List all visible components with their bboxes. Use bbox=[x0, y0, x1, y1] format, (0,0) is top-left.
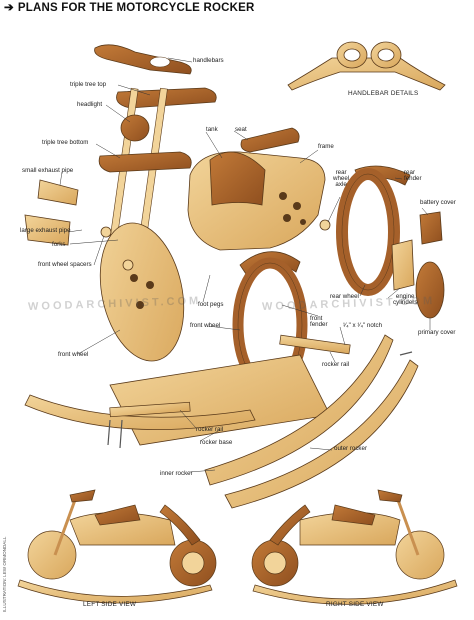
label-outer-rocker: outer rocker bbox=[334, 445, 368, 452]
label-rear-wheel-axle: rear wheel axle bbox=[333, 169, 350, 189]
label-inner-rocker: inner rocker bbox=[160, 470, 193, 477]
label-front-wheel-spacers: front wheel spacers bbox=[38, 261, 92, 268]
label-headlight: headlight bbox=[77, 101, 103, 108]
label-seat: seat bbox=[235, 126, 247, 133]
caption-right-side-view: RIGHT SIDE VIEW bbox=[326, 601, 384, 608]
engine-cylinders-part bbox=[391, 239, 415, 291]
label-notch: ¹⁄₄" x ¹⁄₄" notch bbox=[343, 322, 383, 329]
illustration-credit: ILLUSTRATION: LEW ORMONDALL bbox=[2, 536, 7, 612]
label-rear-wheel: rear wheel bbox=[330, 293, 359, 300]
label-frame: frame bbox=[318, 143, 334, 150]
label-rocker-rail-left: rocker rail bbox=[196, 426, 224, 433]
front-wheel-part bbox=[99, 222, 185, 362]
headlight-part bbox=[120, 114, 150, 142]
label-triple-tree-bottom: triple tree bottom bbox=[42, 139, 89, 146]
label-rocker-base: rocker base bbox=[200, 439, 233, 446]
outer-rocker-part-2 bbox=[224, 359, 419, 509]
page-title: ➔PLANS FOR THE MOTORCYCLE ROCKER bbox=[4, 2, 255, 14]
arrow-right-icon: ➔ bbox=[4, 2, 14, 14]
seat-part bbox=[240, 127, 300, 153]
label-front-wheel-left: front wheel bbox=[58, 351, 89, 358]
right-side-view-drawing bbox=[251, 489, 458, 605]
outer-rocker-part bbox=[204, 334, 394, 486]
label-primary-cover: primary cover bbox=[418, 329, 456, 336]
label-front-wheel-mid: front wheel bbox=[190, 322, 221, 329]
leader-lines bbox=[59, 57, 431, 473]
tank-part bbox=[209, 151, 266, 206]
label-small-exhaust-pipe: small exhaust pipe bbox=[22, 167, 74, 174]
inner-rocker-part bbox=[24, 394, 256, 431]
label-rear-fender: rear fender bbox=[404, 169, 422, 183]
battery-cover-part bbox=[419, 211, 443, 245]
primary-cover-part bbox=[415, 261, 445, 319]
label-handlebars: handlebars bbox=[193, 57, 224, 64]
label-forks: forks bbox=[52, 241, 66, 248]
label-large-exhaust-pipe: large exhaust pipe bbox=[20, 227, 71, 234]
label-front-fender: front fender bbox=[310, 315, 328, 329]
handlebar-detail-shape bbox=[287, 57, 446, 91]
label-tank: tank bbox=[206, 126, 218, 133]
label-engine-cylinders: engine cylinders bbox=[393, 293, 418, 307]
triple-tree-bottom-part bbox=[98, 151, 192, 173]
caption-handlebar-details: HANDLEBAR DETAILS bbox=[348, 90, 419, 97]
label-foot-pegs: foot pegs bbox=[198, 301, 224, 308]
large-exhaust-pipe-part bbox=[24, 214, 71, 246]
label-battery-cover: battery cover bbox=[420, 199, 456, 206]
small-exhaust-pipe-part bbox=[37, 179, 79, 206]
left-side-view-drawing bbox=[17, 489, 217, 604]
rear-wheel-part bbox=[336, 168, 400, 296]
caption-left-side-view: LEFT SIDE VIEW bbox=[83, 601, 137, 608]
label-triple-tree-top: triple tree top bbox=[70, 81, 107, 88]
handlebars-part bbox=[94, 44, 192, 75]
label-rocker-rail-right: rocker rail bbox=[322, 361, 350, 368]
